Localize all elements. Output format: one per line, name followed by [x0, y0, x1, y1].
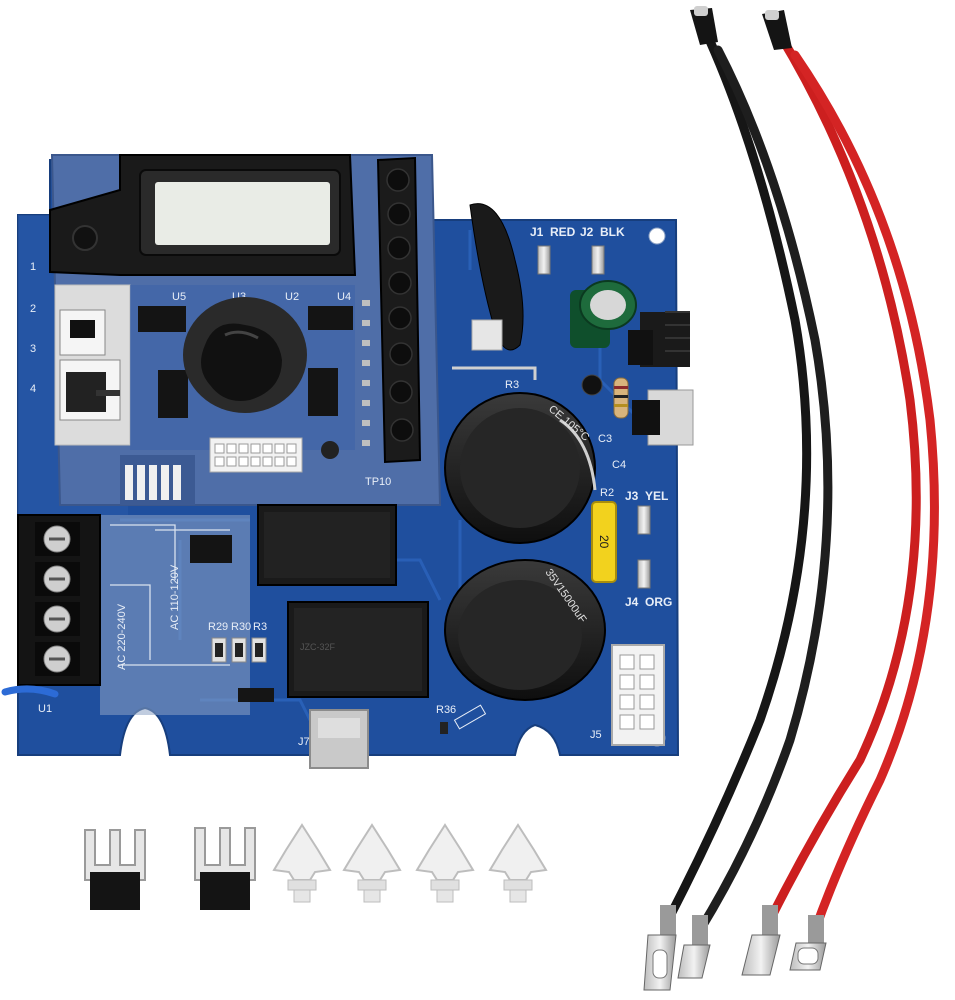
capacitor-large: 35V15000uF [444, 559, 606, 701]
tp10-label: TP10 [365, 476, 391, 488]
lcd-display [49, 154, 357, 276]
r31-label: R3 [253, 621, 267, 633]
j1-label: J1 [530, 225, 544, 239]
side-mark: 2 [30, 303, 36, 315]
j5-label: J5 [590, 729, 602, 741]
fork-jumper [194, 827, 256, 910]
pcb-standoff [415, 823, 475, 903]
dip-switch [59, 309, 121, 421]
j3-color: YEL [645, 489, 668, 503]
j7-connector [309, 709, 369, 769]
female-terminal [762, 10, 792, 50]
c3-label: C3 [598, 433, 612, 445]
spade-terminal [741, 905, 781, 976]
spade-terminal [677, 915, 711, 979]
side-mark: 4 [30, 383, 36, 395]
resistor-pads [211, 637, 267, 663]
black-wire [695, 45, 833, 935]
r30-label: R30 [231, 621, 251, 633]
fuse-rating: 20 [597, 535, 611, 549]
c4-label: C4 [612, 459, 626, 471]
svg-text:JZC-32F: JZC-32F [300, 642, 336, 652]
ic-chips [138, 306, 353, 563]
side-mark: 1 [30, 261, 36, 273]
u2-label: U2 [285, 291, 299, 303]
accessories [84, 823, 548, 910]
fork-jumper [84, 829, 146, 910]
r36-label: R36 [436, 704, 456, 716]
mount-hole [648, 227, 666, 245]
u4-label: U4 [337, 291, 351, 303]
potentiometer-knob [183, 297, 307, 413]
red-wire [765, 30, 921, 925]
voltage-regulator [628, 311, 690, 367]
relay: JZC-32F [287, 601, 429, 698]
ac-label-low: AC 110-120V [169, 564, 181, 630]
j5-connector [611, 644, 665, 746]
jumper [238, 688, 274, 702]
j4-tab [637, 559, 651, 589]
r3-label: R3 [505, 379, 519, 391]
button-column [362, 156, 422, 464]
j7-label: J7 [298, 736, 310, 748]
spade-terminal [789, 915, 827, 971]
wire-harness [643, 6, 939, 991]
u5-label: U5 [172, 291, 186, 303]
pcb-standoff [488, 823, 548, 903]
small-capacitor [570, 280, 637, 348]
relay [257, 504, 397, 586]
terminal-block [1, 514, 101, 698]
j4-label: J4 [625, 595, 639, 609]
red-wire [790, 50, 939, 935]
j3-label: J3 [625, 489, 639, 503]
j1-color: RED [550, 225, 576, 239]
black-wire [663, 25, 812, 925]
capacitor-large: CE 105°C [444, 392, 597, 544]
pin-header [209, 437, 303, 473]
female-terminal [690, 6, 718, 45]
pcb-standoff [272, 823, 332, 903]
ac-label-high: AC 220-240V [116, 603, 128, 670]
j2-label: J2 [580, 225, 594, 239]
u1-label: U1 [38, 703, 52, 715]
r2-label: R2 [600, 487, 614, 499]
j4-color: ORG [645, 595, 672, 609]
spade-terminal [643, 905, 677, 991]
j3-tab [637, 505, 651, 535]
j1-tab [537, 245, 551, 275]
circuit-board: AC 110-120V AC 220-240V 1 2 3 4 [1, 154, 694, 769]
led-pads [120, 455, 195, 505]
r29-label: R29 [208, 621, 228, 633]
blade-fuse: 20 [591, 501, 617, 583]
voltage-regulator [632, 389, 694, 446]
side-mark: 3 [30, 343, 36, 355]
wire-loop [469, 203, 524, 351]
pcb-standoff [342, 823, 402, 903]
j2-color: BLK [600, 225, 625, 239]
daughter-board: 1 2 3 4 [30, 154, 442, 563]
j2-tab [591, 245, 605, 275]
